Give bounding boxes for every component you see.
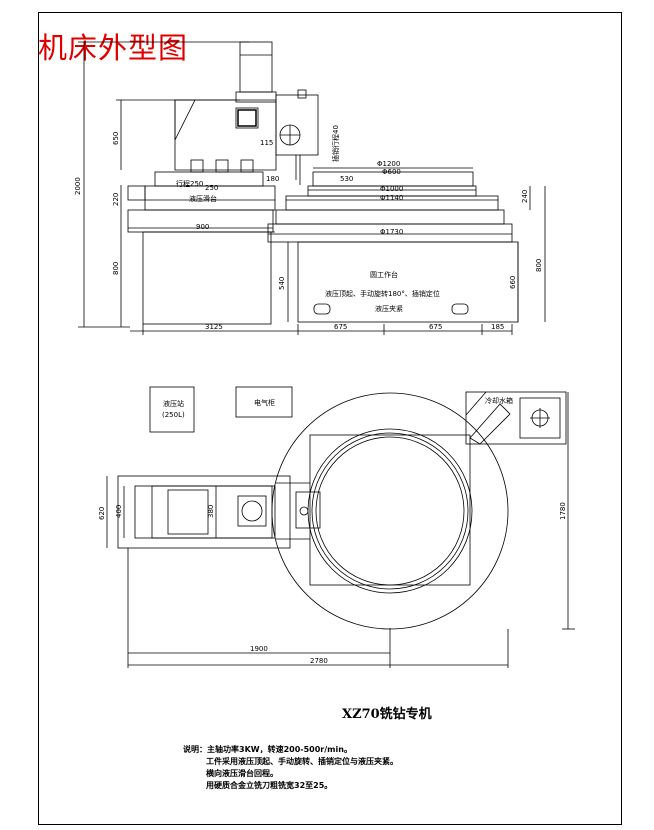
dim-620: 620 xyxy=(98,507,106,520)
label-spindle-note: 插销行程40 xyxy=(331,125,340,162)
label-rotation: 液压顶起、手动旋转180°、插销定位 xyxy=(325,289,440,298)
dim-2000: 2000 xyxy=(74,177,82,195)
dim-phi1140: Φ1140 xyxy=(380,194,403,202)
dim-240: 240 xyxy=(521,190,529,203)
dim-3125: 3125 xyxy=(205,323,223,331)
dim-phi1730: Φ1730 xyxy=(380,228,403,236)
drawing-frame xyxy=(38,12,622,825)
label-coolant-tank: 冷却水箱 xyxy=(485,396,513,405)
dim-2780: 2780 xyxy=(310,657,328,665)
dim-1900: 1900 xyxy=(250,645,268,653)
dim-400: 400 xyxy=(115,505,123,518)
dim-180: 180 xyxy=(266,175,279,183)
notes-block: 说明：主轴功率3KW，转速200-500r/min。 工件采用液压顶起、手动旋转… xyxy=(183,744,398,792)
dim-phi1200: Φ1200 xyxy=(377,160,400,168)
note-line: 横向液压滑台回程。 xyxy=(206,769,278,778)
dim-220: 220 xyxy=(112,193,120,206)
dim-185: 185 xyxy=(491,323,504,331)
dim-800-left: 800 xyxy=(112,262,120,275)
dim-900: 900 xyxy=(196,223,209,231)
page-title: 机床外型图 xyxy=(38,31,189,65)
note-line: 说明：主轴功率3KW，转速200-500r/min。 xyxy=(183,745,352,754)
dim-115: 115 xyxy=(260,139,273,147)
dim-250: 250 xyxy=(205,184,218,192)
note-line: 工件采用液压顶起、手动旋转、插销定位与液压夹紧。 xyxy=(206,757,398,766)
label-clamp: 液压夹紧 xyxy=(375,304,403,313)
label-round-table: 圆工作台 xyxy=(370,270,398,279)
dim-675-b: 675 xyxy=(429,323,442,331)
label-hydraulic-slide: 液压滑台 xyxy=(189,194,217,203)
label-stroke: 行程250 xyxy=(176,179,203,188)
dim-1780: 1780 xyxy=(559,502,567,520)
dim-530: 530 xyxy=(340,175,353,183)
label-hydraulic-station-cap: (250L) xyxy=(162,411,185,419)
machine-name: XZ70铣钻专机 xyxy=(342,707,432,722)
dim-660: 660 xyxy=(509,276,517,289)
dim-675-a: 675 xyxy=(334,323,347,331)
dim-540: 540 xyxy=(278,277,286,290)
dim-phi600: Φ600 xyxy=(382,168,401,176)
note-line: 用硬质合金立铣刀粗铣宽32至25。 xyxy=(206,781,333,790)
dim-phi1000: Φ1000 xyxy=(380,185,403,193)
dim-380: 380 xyxy=(207,505,215,518)
dim-650: 650 xyxy=(112,132,120,145)
label-hydraulic-station: 液压站 xyxy=(163,399,184,408)
dim-800-right: 800 xyxy=(535,259,543,272)
label-electric-cabinet: 电气柜 xyxy=(254,398,275,407)
